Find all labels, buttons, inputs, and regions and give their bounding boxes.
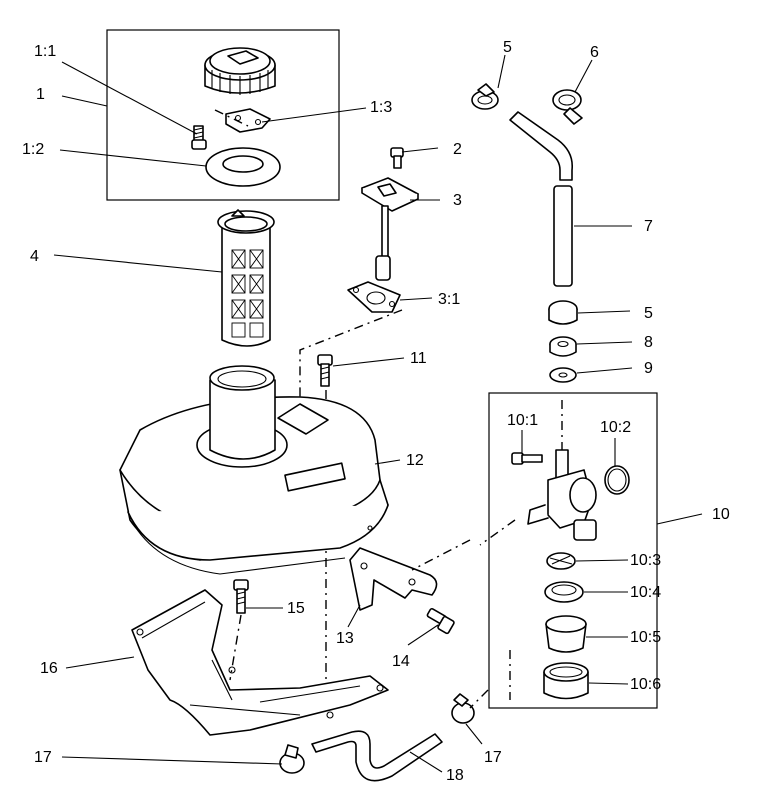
callout-2: 2 — [453, 141, 462, 158]
callout-10: 10 — [712, 506, 730, 523]
washer-gasket-icon — [205, 147, 281, 187]
callout-14: 14 — [392, 653, 410, 670]
cap-retainer-plate-icon — [225, 108, 271, 133]
callout-10-1: 10:1 — [507, 412, 538, 429]
leader-2 — [401, 147, 439, 153]
ring-nut-icon — [543, 662, 589, 700]
hose-clamp-icon — [552, 89, 583, 125]
leader-5a — [497, 54, 506, 89]
sediment-cup-icon — [545, 615, 587, 653]
callout-17b: 17 — [484, 749, 502, 766]
filter-screen-icon — [546, 552, 576, 570]
callout-6: 6 — [590, 44, 599, 61]
leader-9 — [576, 367, 633, 374]
callout-10-2: 10:2 — [600, 419, 631, 436]
leader-5b — [577, 310, 631, 314]
cap-assembly-group-box — [106, 29, 340, 201]
fuel-tank-icon — [119, 365, 389, 575]
screw-icon — [191, 125, 207, 150]
hose-clamp-icon — [471, 83, 499, 110]
leader-10-3 — [575, 559, 629, 562]
leader-16 — [65, 656, 135, 669]
axis-line-cap — [214, 109, 249, 127]
leader-14 — [407, 624, 439, 646]
leader-10 — [656, 513, 703, 525]
leader-1-2 — [59, 149, 207, 167]
screw-icon — [511, 452, 543, 465]
axis-line-bracket — [411, 539, 471, 571]
callout-1-1: 1:1 — [34, 43, 56, 60]
callout-15: 15 — [287, 600, 305, 617]
leader-1-3 — [261, 107, 367, 123]
leader-3-1 — [399, 297, 433, 301]
fuel-strainer-icon — [217, 209, 275, 347]
callout-1: 1 — [36, 86, 45, 103]
fuel-cock-valve-icon — [527, 449, 597, 541]
fuel-hose-icon — [509, 111, 574, 287]
callout-8: 8 — [644, 334, 653, 351]
washer-gasket-icon — [549, 367, 577, 383]
leader-12 — [374, 459, 401, 465]
callout-4: 4 — [30, 248, 39, 265]
axis-line-hose — [469, 689, 489, 709]
callout-3: 3 — [453, 192, 462, 209]
callout-7: 7 — [644, 218, 653, 235]
washer-gasket-icon — [544, 581, 584, 603]
bolt-icon — [317, 354, 333, 387]
leader-1 — [61, 95, 108, 107]
leader-1-1 — [61, 61, 198, 135]
callout-5a: 5 — [503, 39, 512, 56]
leader-11 — [332, 357, 405, 367]
callout-10-6: 10:6 — [630, 676, 661, 693]
leader-4 — [53, 254, 223, 273]
bolt-icon — [233, 579, 249, 614]
callout-12: 12 — [406, 452, 424, 469]
leader-17a — [61, 756, 283, 765]
callout-16: 16 — [40, 660, 58, 677]
nut-icon — [549, 336, 577, 357]
callout-11: 11 — [410, 350, 427, 367]
heat-shield-plate-icon — [131, 589, 389, 736]
hose-clamp-icon — [548, 300, 578, 325]
callout-10-5: 10:5 — [630, 629, 661, 646]
callout-10-4: 10:4 — [630, 584, 661, 601]
leader-8 — [576, 341, 633, 345]
o-ring-icon — [604, 465, 630, 495]
callout-13: 13 — [336, 630, 354, 647]
hose-clamp-icon — [279, 744, 305, 774]
leader-13 — [347, 604, 361, 628]
bracket-icon — [349, 547, 438, 611]
axis-line-cock-side — [479, 519, 516, 546]
hose-clamp-icon — [451, 693, 475, 724]
o-ring-icon — [607, 468, 627, 492]
callout-3-1: 3:1 — [438, 291, 460, 308]
leader-6 — [574, 59, 593, 93]
callout-18: 18 — [446, 767, 464, 784]
fuel-hose-icon — [311, 730, 443, 782]
leader-10-6 — [588, 682, 629, 685]
leader-18 — [409, 751, 443, 773]
callout-17a: 17 — [34, 749, 52, 766]
gauge-gasket-icon — [347, 281, 401, 313]
screw-icon — [390, 147, 404, 169]
callout-1-2: 1:2 — [22, 141, 44, 158]
callout-5b: 5 — [644, 305, 653, 322]
leader-17b — [465, 723, 483, 745]
fuel-cap-icon — [204, 47, 276, 95]
callout-10-3: 10:3 — [630, 552, 661, 569]
fuel-cock-group-box — [488, 392, 658, 709]
bolt-icon — [426, 607, 455, 635]
callout-9: 9 — [644, 360, 653, 377]
callout-1-3: 1:3 — [370, 99, 392, 116]
fuel-gauge-icon — [361, 177, 419, 281]
